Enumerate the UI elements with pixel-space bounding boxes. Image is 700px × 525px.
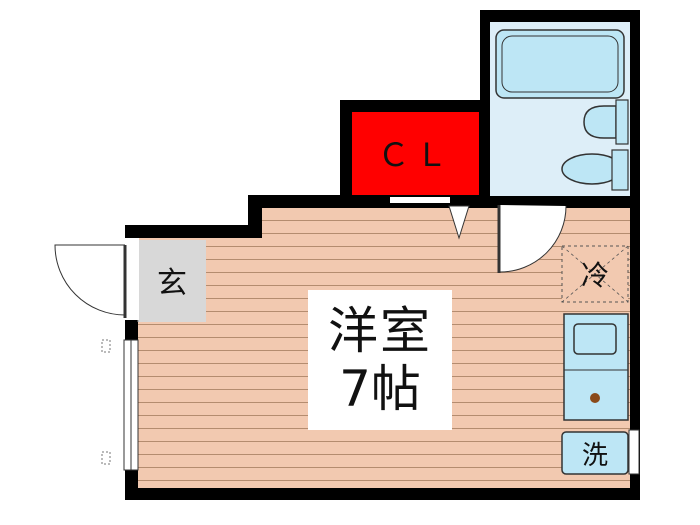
bathroom-door	[499, 205, 567, 273]
washer-space	[561, 431, 629, 475]
kitchen-sink	[573, 323, 617, 355]
fridge-label: 冷	[580, 259, 609, 292]
entrance-door	[54, 244, 126, 316]
entrance	[138, 240, 206, 322]
western-room-label: 洋室 7帖	[308, 290, 452, 430]
stove-burner	[590, 393, 600, 403]
closet	[352, 112, 479, 195]
room-name: 洋室	[328, 302, 432, 360]
closet-label: ＣＬ	[377, 136, 454, 174]
entrance-label: 玄	[157, 266, 187, 301]
washer-label: 洗	[581, 440, 608, 471]
sink	[583, 105, 617, 139]
room-size: 7帖	[339, 360, 421, 418]
closet-opening-marker	[448, 205, 470, 240]
